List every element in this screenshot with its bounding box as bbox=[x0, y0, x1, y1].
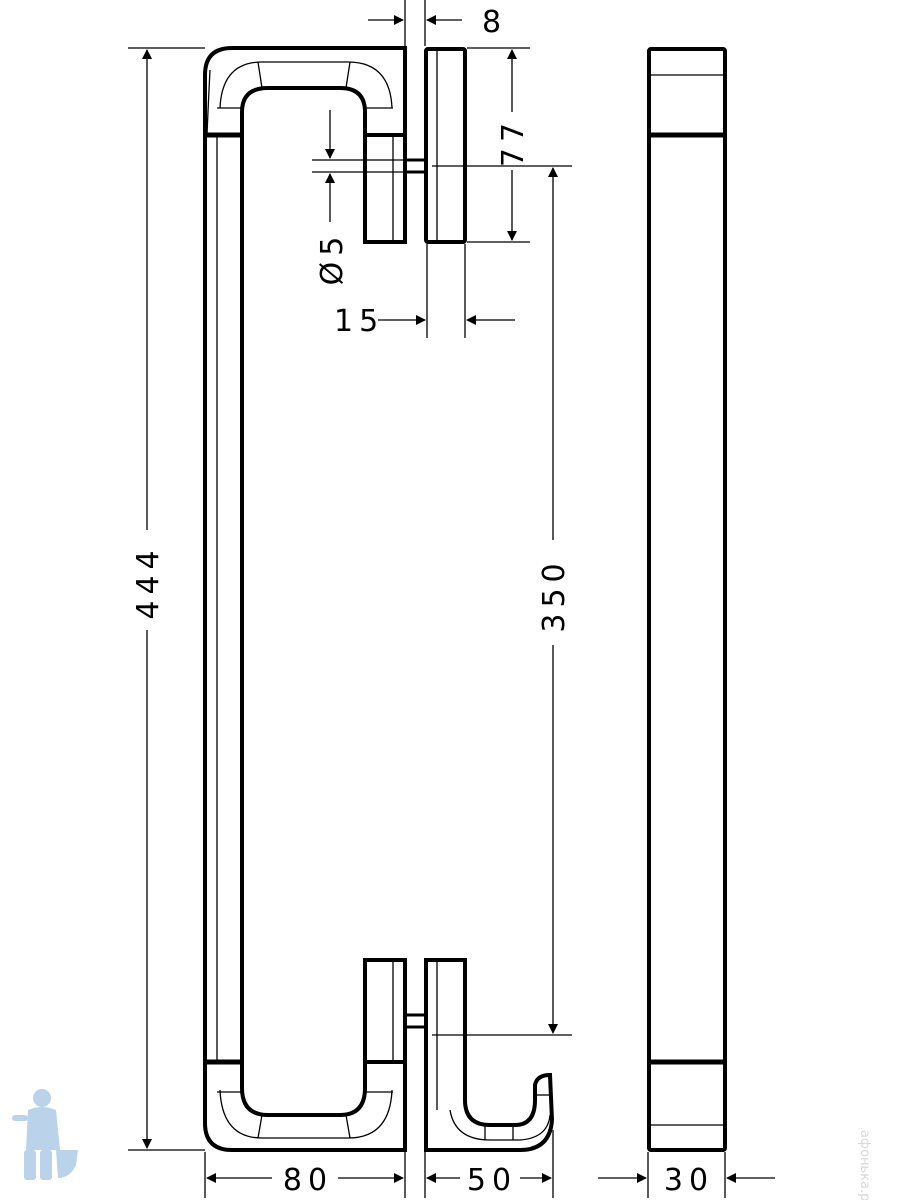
dim-side-depth: 50 bbox=[467, 1163, 517, 1198]
dim-plate-thickness: 15 bbox=[334, 304, 384, 339]
side-view bbox=[424, 47, 555, 1152]
edge-view bbox=[647, 47, 727, 1152]
front-view bbox=[203, 46, 407, 1152]
dim-side-width: 30 bbox=[664, 1163, 714, 1198]
hook-outline bbox=[424, 958, 555, 1152]
mount-pins bbox=[405, 158, 425, 1029]
dim-mount-height: 77 bbox=[496, 117, 531, 167]
dim-overall-height: 444 bbox=[131, 544, 166, 619]
handle-outline bbox=[203, 46, 407, 1152]
dim-front-width: 80 bbox=[283, 1163, 333, 1198]
dimension-lines bbox=[128, 0, 775, 1198]
dim-mount-spacing: 350 bbox=[537, 557, 572, 632]
dim-gap-width: 8 bbox=[482, 5, 507, 40]
plumber-logo-icon bbox=[12, 1089, 78, 1180]
dimension-labels: 444 350 77 8 Ø5 15 80 50 30 bbox=[131, 5, 714, 1198]
dim-pin-diameter: Ø5 bbox=[315, 231, 350, 286]
watermark: афонька.рф bbox=[857, 1130, 872, 1200]
